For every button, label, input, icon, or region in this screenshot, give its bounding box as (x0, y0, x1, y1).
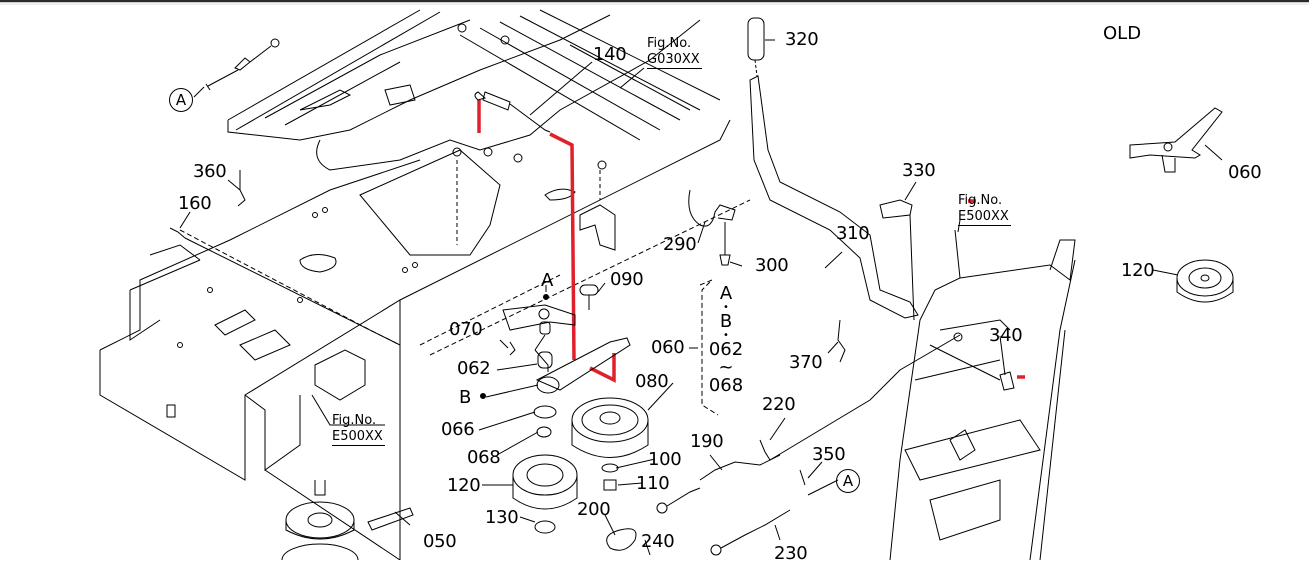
point-b-dot (480, 393, 486, 399)
part-label-110[interactable]: 110 (636, 473, 670, 494)
part-label-320[interactable]: 320 (785, 29, 819, 50)
part-label-050[interactable]: 050 (423, 531, 457, 552)
old-version-label: OLD (1103, 23, 1142, 44)
old-parts-drawing (1129, 107, 1234, 303)
assembly-line-a: A (719, 283, 733, 304)
part-label-200[interactable]: 200 (577, 499, 611, 520)
part-label-062[interactable]: 062 (457, 358, 491, 379)
fig-code: G030XX (647, 52, 702, 69)
part-label-066[interactable]: 066 (441, 419, 475, 440)
assembly-label-060[interactable]: 060 (651, 337, 685, 358)
part-label-068[interactable]: 068 (467, 447, 501, 468)
part-label-130[interactable]: 130 (485, 507, 519, 528)
upper-pan (227, 9, 721, 171)
part-label-310[interactable]: 310 (836, 223, 870, 244)
bracket-330-drawing (879, 199, 915, 321)
red-highlight-marks (477, 100, 1025, 383)
fig-code: E500XX (332, 429, 385, 446)
separator-dot: • (723, 330, 729, 341)
part-label-070[interactable]: 070 (449, 319, 483, 340)
part-label-120[interactable]: 120 (447, 475, 481, 496)
part-label-370[interactable]: 370 (789, 352, 823, 373)
fig-prefix: Fig.No. (958, 193, 1003, 208)
part-label-300[interactable]: 300 (755, 255, 789, 276)
tension-arm-drawing (502, 284, 631, 438)
callout-a-top: A (169, 88, 193, 112)
pulley-050-drawing (281, 480, 414, 560)
old-part-label-120[interactable]: 120 (1121, 260, 1155, 281)
cable-a-drawing (205, 38, 280, 91)
pulley-120-drawing (512, 454, 578, 534)
part-label-230[interactable]: 230 (774, 543, 808, 564)
cable-190-run (769, 334, 961, 461)
part-label-090[interactable]: 090 (610, 269, 644, 290)
window-top-border (0, 0, 1309, 5)
assembly-line-068: 068 (708, 375, 744, 396)
spring-370-drawing (837, 319, 846, 363)
part-label-340[interactable]: 340 (989, 325, 1023, 346)
cable-end (953, 332, 963, 342)
assembly-line-range: ~ (718, 357, 734, 378)
right-frame (889, 229, 1076, 560)
fig-prefix: Fig.No. (332, 413, 377, 428)
part-label-240[interactable]: 240 (641, 531, 675, 552)
part-label-080[interactable]: 080 (635, 371, 669, 392)
old-part-label-060[interactable]: 060 (1228, 162, 1262, 183)
assembly-bracket (699, 279, 719, 416)
part-label-100[interactable]: 100 (648, 449, 682, 470)
callout-a-bottom: A (836, 469, 860, 493)
assembly-line-b: B (719, 311, 733, 332)
separator-dot: • (723, 302, 729, 313)
part-label-330[interactable]: 330 (902, 160, 936, 181)
leader-lines (179, 39, 1223, 556)
spring-140-drawing (474, 91, 551, 133)
bolt-300-drawing (719, 222, 731, 266)
part-label-350[interactable]: 350 (812, 444, 846, 465)
point-label-a: A (541, 270, 554, 291)
part-label-190[interactable]: 190 (690, 431, 724, 452)
point-label-b: B (459, 387, 472, 408)
bolt-160-drawing (169, 227, 401, 346)
assembly-group-list: A • B • 062 ~ 068 (707, 285, 745, 395)
fig-ref-e500xx-right[interactable]: Fig.No. E500XX (958, 193, 1011, 226)
part-label-290[interactable]: 290 (663, 234, 697, 255)
fig-ref-e500xx-left[interactable]: Fig.No. E500XX (332, 413, 385, 446)
part-label-160[interactable]: 160 (178, 193, 212, 214)
hairpin-360-drawing (237, 170, 246, 207)
part-label-140[interactable]: 140 (593, 44, 627, 65)
fig-prefix: Fig.No. (647, 36, 692, 51)
pulley-080-drawing (571, 397, 649, 491)
main-frame (99, 119, 751, 560)
bracket-290-drawing (688, 189, 736, 227)
assembly-line-062: 062 (708, 339, 744, 360)
lever-310-drawing (747, 17, 919, 319)
part-label-360[interactable]: 360 (193, 161, 227, 182)
fig-ref-g030xx[interactable]: Fig.No. G030XX (647, 36, 702, 69)
cables-drawing (606, 439, 806, 556)
part-label-220[interactable]: 220 (762, 394, 796, 415)
point-a-dot (543, 294, 549, 300)
fig-code: E500XX (958, 209, 1011, 226)
bolt-340-drawing (929, 344, 1015, 391)
